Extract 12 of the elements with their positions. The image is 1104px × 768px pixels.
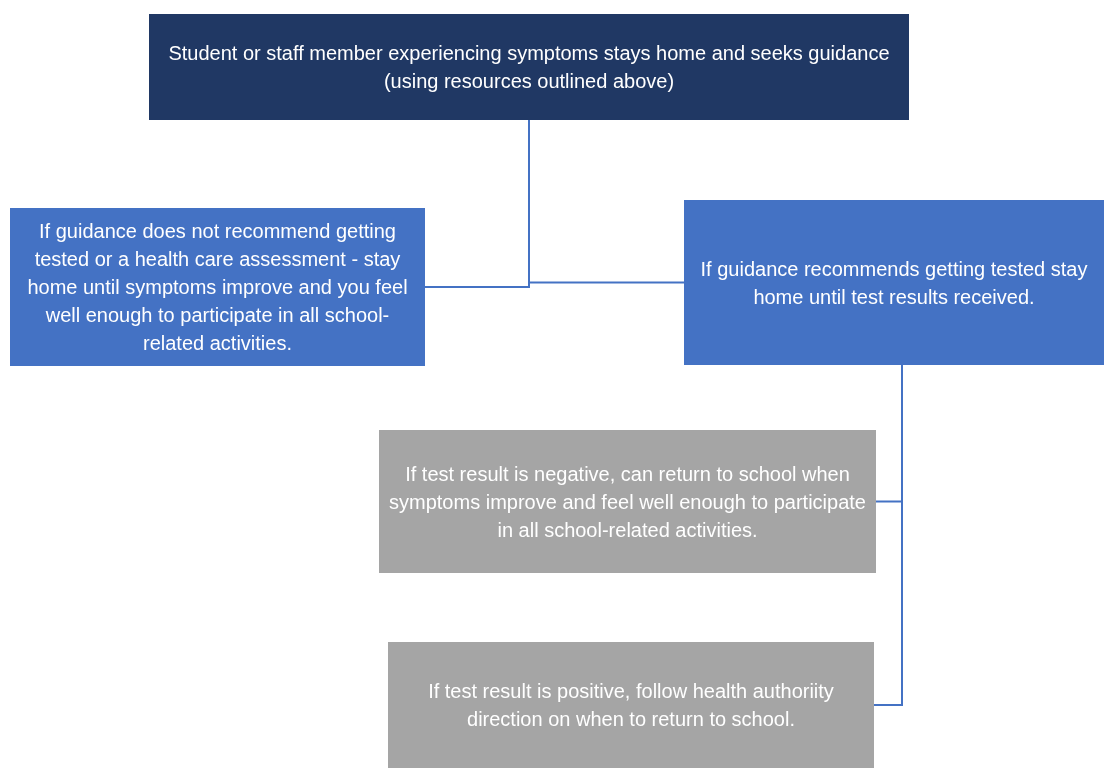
process-box [379, 430, 876, 573]
box-text: If guidance recommends getting tested stay home until test results received. [699, 256, 1089, 310]
process-box [10, 208, 425, 366]
process-box [684, 200, 1104, 365]
box-text: Student or staff member experiencing symptoms stays home and seeks guidance (using resources outlined above) [167, 41, 891, 94]
process-box [149, 14, 909, 120]
connector-line [528, 119, 685, 284]
box-text: If test result is positive, follow health authoriity direction on when to return to school. [427, 679, 835, 732]
box-text: If guidance does not recommend getting tested or a health care assessment - stay home until symptoms improve and you feel well enough to participate in all school-related activities. [26, 219, 409, 356]
box-text: If test result is negative, can return to school when symptoms improve and feel well enough to participate in all school-related activities. [388, 461, 867, 543]
process-box [388, 642, 874, 768]
connector-line [873, 364, 903, 706]
